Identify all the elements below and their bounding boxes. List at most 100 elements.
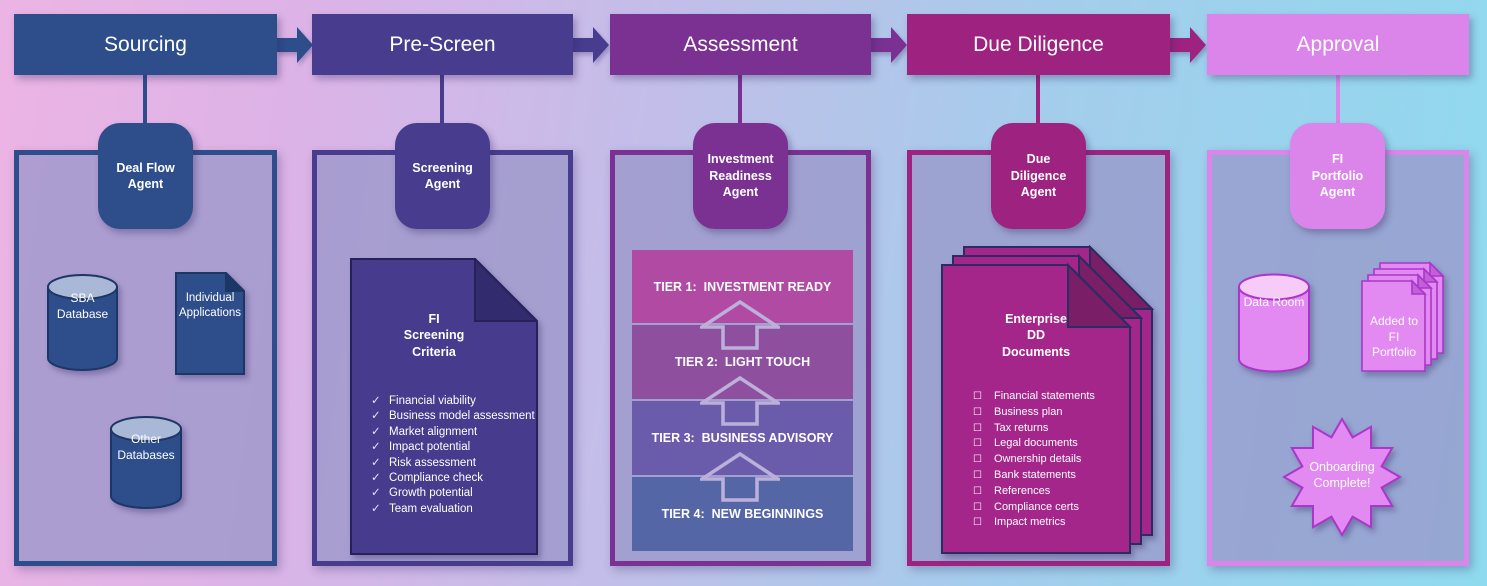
- onboarding-complete-starburst-icon: [1282, 417, 1402, 537]
- stage-header-pre-screen: Pre-Screen: [312, 14, 573, 75]
- deal-flow-agent-box: Deal Flow Agent: [98, 123, 193, 229]
- checkbox-icon: ☐: [973, 501, 982, 513]
- checklist-item-label: Market alignment: [389, 425, 478, 438]
- stage-title: Sourcing: [104, 32, 187, 56]
- checklist-item: ✓ Financial viability: [371, 394, 535, 409]
- tier-2-label: TIER 2: LIGHT TOUCH: [674, 355, 811, 369]
- data-room-cylinder-icon: [1238, 273, 1310, 373]
- checklist-item: ✓ Risk assessment: [371, 456, 535, 471]
- checklist-item-label: Impact metrics: [994, 516, 1066, 529]
- due-diligence-agent-box: Due Diligence Agent: [991, 123, 1086, 229]
- checklist-item: ☐Legal documents: [973, 436, 1095, 452]
- checklist-item: ✓Market alignment: [371, 425, 535, 440]
- portfolio-stack-icon: [1361, 261, 1445, 372]
- checkbox-icon: ☐: [973, 454, 982, 466]
- tier-1-label: TIER 1: INVESTMENT READY: [653, 279, 832, 294]
- stage-title: Pre-Screen: [389, 32, 496, 56]
- check-icon: ✓: [371, 441, 381, 454]
- checklist-item-label: Impact potential: [389, 441, 471, 454]
- tier-2-band: TIER 2: LIGHT TOUCH: [632, 325, 853, 399]
- checklist-item-label: Business plan: [994, 405, 1063, 418]
- tier-3-band: TIER 3: BUSINESS ADVISORY: [632, 401, 853, 475]
- sba-database-label: SBA Database: [56, 291, 109, 321]
- checklist-item: ☐Business plan: [973, 405, 1095, 421]
- check-icon: ✓: [371, 487, 381, 500]
- flow-arrow-icon: [1169, 27, 1206, 63]
- agent-label: Screening Agent: [412, 160, 473, 192]
- tier-1-band: TIER 1: INVESTMENT READY: [632, 250, 853, 323]
- checklist-item-label: Ownership details: [994, 453, 1082, 466]
- checkbox-icon: ☐: [973, 469, 982, 481]
- tier-up-arrow-icon: [700, 300, 780, 350]
- checklist-item: ☐ Financial statements: [973, 389, 1095, 405]
- checklist-item: ☐ Bank statements: [973, 468, 1095, 484]
- checklist-item-label: Financial viability: [389, 395, 476, 407]
- checkbox-icon: ☐: [973, 485, 982, 497]
- check-icon: ✓: [371, 395, 381, 407]
- other-databases-cylinder-icon: [110, 416, 182, 509]
- stage-header-approval: Approval: [1207, 14, 1469, 75]
- tier-4-band: TIER 4: NEW BEGINNINGS: [632, 477, 853, 551]
- checklist-item-label: Business model assessment: [389, 410, 535, 423]
- tier-up-arrow-icon: [700, 452, 780, 502]
- checklist-item-label: Tax returns: [994, 421, 1049, 434]
- screening-criteria-checklist: ✓ Financial viability ✓ Business model ass…: [371, 394, 535, 517]
- checklist-item: ✓ Business model assessment: [371, 409, 535, 424]
- checklist-item-label: Risk assessment: [389, 456, 476, 469]
- flow-arrow-icon: [870, 27, 907, 63]
- stage-header-assessment: Assessment: [610, 14, 871, 75]
- checkbox-icon: ☐: [973, 517, 982, 529]
- dd-documents-title: Enterprise DD Documents: [1001, 312, 1071, 359]
- checklist-item-label: Legal documents: [994, 437, 1078, 450]
- checklist-item: ✓ Team evaluation: [371, 502, 535, 517]
- checklist-item: ☐ Tax returns: [973, 421, 1095, 437]
- dd-documents-checklist: ☐Financial statements ☐Business plan ☐Ta…: [973, 389, 1095, 531]
- checklist-item: ☐ Ownership details: [973, 452, 1095, 468]
- stage-header-sourcing: Sourcing: [14, 14, 277, 75]
- checklist-item: ✓ Growth potential: [371, 486, 535, 501]
- checklist-item-label: Bank statements: [994, 468, 1076, 481]
- agent-label: Deal Flow Agent: [116, 160, 175, 192]
- checklist-item-label: Team evaluation: [389, 502, 473, 515]
- checklist-item-label: Compliance check: [389, 472, 483, 485]
- screening-agent-box: Screening Agent: [395, 123, 490, 229]
- connector-line: [1036, 75, 1040, 125]
- connector-line: [1336, 75, 1340, 125]
- connector-line: [143, 75, 147, 125]
- individual-applications-label: Individual Applications: [178, 292, 241, 319]
- checklist-item-label: Compliance certs: [994, 500, 1079, 513]
- checkbox-icon: ☐: [973, 422, 982, 434]
- check-icon: ✓: [371, 410, 381, 423]
- data-room-label: Data Room: [1243, 295, 1305, 309]
- added-to-fi-portfolio-label: Added to FI Portfolio: [1369, 314, 1419, 360]
- check-icon: ✓: [371, 456, 381, 469]
- individual-applications-document-icon: [175, 272, 245, 375]
- checklist-item-label: Financial statements: [994, 390, 1095, 402]
- checklist-item: ✓ Impact potential: [371, 440, 535, 455]
- stage-header-due-diligence: Due Diligence: [907, 14, 1170, 75]
- flow-arrow-icon: [276, 27, 313, 63]
- fi-screening-criteria-document-icon: [350, 258, 538, 555]
- checkbox-icon: ☐: [973, 391, 982, 402]
- checklist-item-label: References: [994, 484, 1051, 497]
- checklist-item: ☐ Compliance certs: [973, 500, 1095, 516]
- checklist-item: ☐ Impact metrics: [973, 515, 1095, 531]
- investment-readiness-agent-box: Investment Readiness Agent: [693, 123, 788, 229]
- fi-portfolio-agent-box: FI Portfolio Agent: [1290, 123, 1385, 229]
- agent-label: FI Portfolio Agent: [1311, 152, 1364, 200]
- checklist-item: ✓Compliance check: [371, 471, 535, 486]
- tier-4-label: TIER 4: NEW BEGINNINGS: [661, 507, 824, 521]
- agent-label: Investment Readiness Agent: [707, 152, 774, 200]
- stage-title: Assessment: [683, 32, 798, 56]
- fi-screening-criteria-title: FI Screening Criteria: [403, 312, 465, 359]
- flow-arrow-icon: [572, 27, 609, 63]
- dd-documents-stack-icon: [941, 245, 1154, 554]
- onboarding-complete-label: Onboarding Complete!: [1309, 460, 1375, 491]
- stage-title: Approval: [1296, 32, 1380, 56]
- tier-3-label: TIER 3: BUSINESS ADVISORY: [651, 431, 834, 445]
- connector-line: [738, 75, 742, 125]
- sba-database-cylinder-icon: [47, 274, 118, 371]
- check-icon: ✓: [371, 502, 381, 515]
- checklist-item-label: Growth potential: [389, 487, 473, 500]
